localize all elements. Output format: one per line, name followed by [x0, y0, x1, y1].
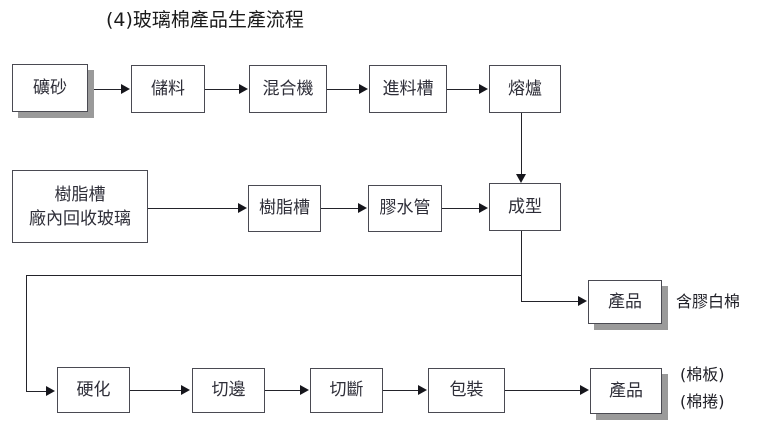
label-product-bottom-note-1: (棉板): [680, 365, 725, 384]
node-packaging-label: 包裝: [449, 380, 484, 400]
node-resin-tank-recycled-glass-line2: 廠內回收玻璃: [29, 208, 131, 229]
edge-glue-to-forming: [442, 208, 480, 209]
node-feed-tank-label: 進料槽: [382, 78, 434, 99]
arrowhead-bus-to-product-top: [578, 296, 587, 306]
arrowhead-bus-to-cure: [46, 386, 55, 396]
arrowhead-store-to-mixer: [239, 84, 248, 94]
node-product-bottom-label: 產品: [609, 380, 643, 401]
edge-feed-to-furnace: [447, 89, 480, 90]
node-mixer[interactable]: 混合機: [249, 65, 327, 113]
edge-bus-right-down: [521, 275, 522, 302]
edge-bus-left-down: [26, 275, 27, 392]
node-curing-label: 硬化: [76, 379, 111, 400]
node-mixer-label: 混合機: [262, 78, 314, 99]
node-cutting-label: 切斷: [329, 380, 364, 400]
node-product-top-label: 產品: [608, 291, 642, 312]
page-title: (4)玻璃棉產品生產流程: [106, 9, 304, 31]
edge-mixer-to-feed: [327, 89, 360, 90]
node-glue-pipe[interactable]: 膠水管: [368, 185, 442, 232]
node-glue-pipe-label: 膠水管: [379, 198, 431, 218]
node-edge-trim[interactable]: 切邊: [192, 368, 265, 413]
edge-cure-to-trim: [130, 390, 182, 391]
node-storage-label: 儲料: [151, 78, 185, 99]
arrowhead-feed-to-furnace: [479, 84, 488, 94]
edge-pack-to-product-bottom: [505, 390, 581, 391]
edge-sand-to-store: [94, 89, 122, 90]
arrowhead-resin-to-glue: [358, 203, 367, 213]
edge-bus-to-product-top: [521, 301, 579, 302]
node-resin-tank-recycled-glass[interactable]: 樹脂槽 廠內回收玻璃: [12, 170, 148, 243]
arrowhead-sand-to-store: [121, 84, 130, 94]
arrowhead-cure-to-trim: [181, 385, 190, 395]
arrowhead-recycle-to-resin: [238, 203, 247, 213]
edge-bus-to-cure: [26, 391, 48, 392]
arrowhead-trim-to-cut: [300, 385, 309, 395]
node-curing[interactable]: 硬化: [57, 367, 130, 413]
node-resin-tank-label: 樹脂槽: [259, 198, 310, 218]
edge-resin-to-glue: [321, 208, 359, 209]
node-furnace[interactable]: 熔爐: [489, 65, 561, 113]
node-forming-label: 成型: [508, 196, 542, 217]
node-resin-tank-recycled-glass-line1: 樹脂槽: [54, 184, 106, 205]
node-mine-sand-label: 礦砂: [33, 77, 67, 98]
edge-store-to-mixer: [205, 89, 240, 90]
node-furnace-label: 熔爐: [508, 78, 542, 99]
edge-cut-to-pack: [383, 390, 419, 391]
arrowhead-cut-to-pack: [418, 385, 427, 395]
arrowhead-mixer-to-feed: [359, 84, 368, 94]
node-feed-tank[interactable]: 進料槽: [369, 65, 447, 113]
node-mine-sand[interactable]: 礦砂: [12, 64, 88, 112]
edge-recycle-to-resin: [148, 208, 239, 209]
node-product-bottom[interactable]: 產品: [590, 368, 662, 414]
edge-forming-down: [521, 231, 522, 276]
label-product-top-note: 含膠白棉: [676, 292, 741, 311]
edge-bus-horizontal: [26, 275, 522, 276]
edge-trim-to-cut: [265, 390, 301, 391]
node-cutting[interactable]: 切斷: [310, 368, 383, 413]
label-product-bottom-note-2: (棉捲): [680, 392, 725, 411]
edge-furnace-to-forming: [521, 113, 522, 175]
node-packaging[interactable]: 包裝: [428, 368, 505, 413]
node-resin-tank[interactable]: 樹脂槽: [248, 185, 321, 232]
node-product-top[interactable]: 產品: [588, 280, 662, 324]
arrowhead-pack-to-product-bottom: [580, 385, 589, 395]
arrowhead-furnace-to-forming: [516, 174, 526, 183]
node-edge-trim-label: 切邊: [211, 380, 246, 400]
node-forming[interactable]: 成型: [489, 183, 561, 231]
node-storage[interactable]: 儲料: [131, 65, 205, 113]
arrowhead-glue-to-forming: [479, 203, 488, 213]
